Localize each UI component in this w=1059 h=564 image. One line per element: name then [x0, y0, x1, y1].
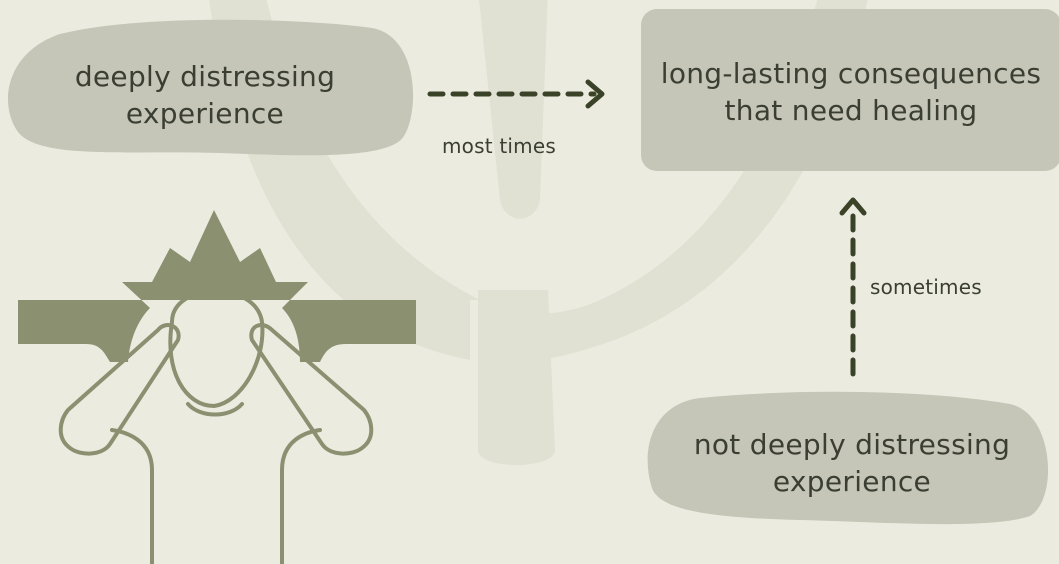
node-long-lasting-consequences: long-lasting consequences that need heal…	[660, 56, 1042, 127]
edge-label-most-times: most times	[442, 134, 556, 158]
node-shape-long-lasting	[641, 9, 1059, 171]
node-not-deeply-distressing: not deeply distressing experience	[693, 427, 1011, 498]
stressed-person-icon	[18, 210, 416, 564]
watermark-symbol	[209, 0, 868, 465]
node-shape-deeply-distressing	[7, 19, 414, 156]
arrow-sometimes	[839, 197, 867, 377]
edge-label-sometimes: sometimes	[870, 275, 982, 299]
node-shape-not-deeply-distressing	[647, 391, 1049, 525]
arrow-most-times	[427, 79, 605, 109]
node-deeply-distressing: deeply distressing experience	[74, 59, 336, 130]
